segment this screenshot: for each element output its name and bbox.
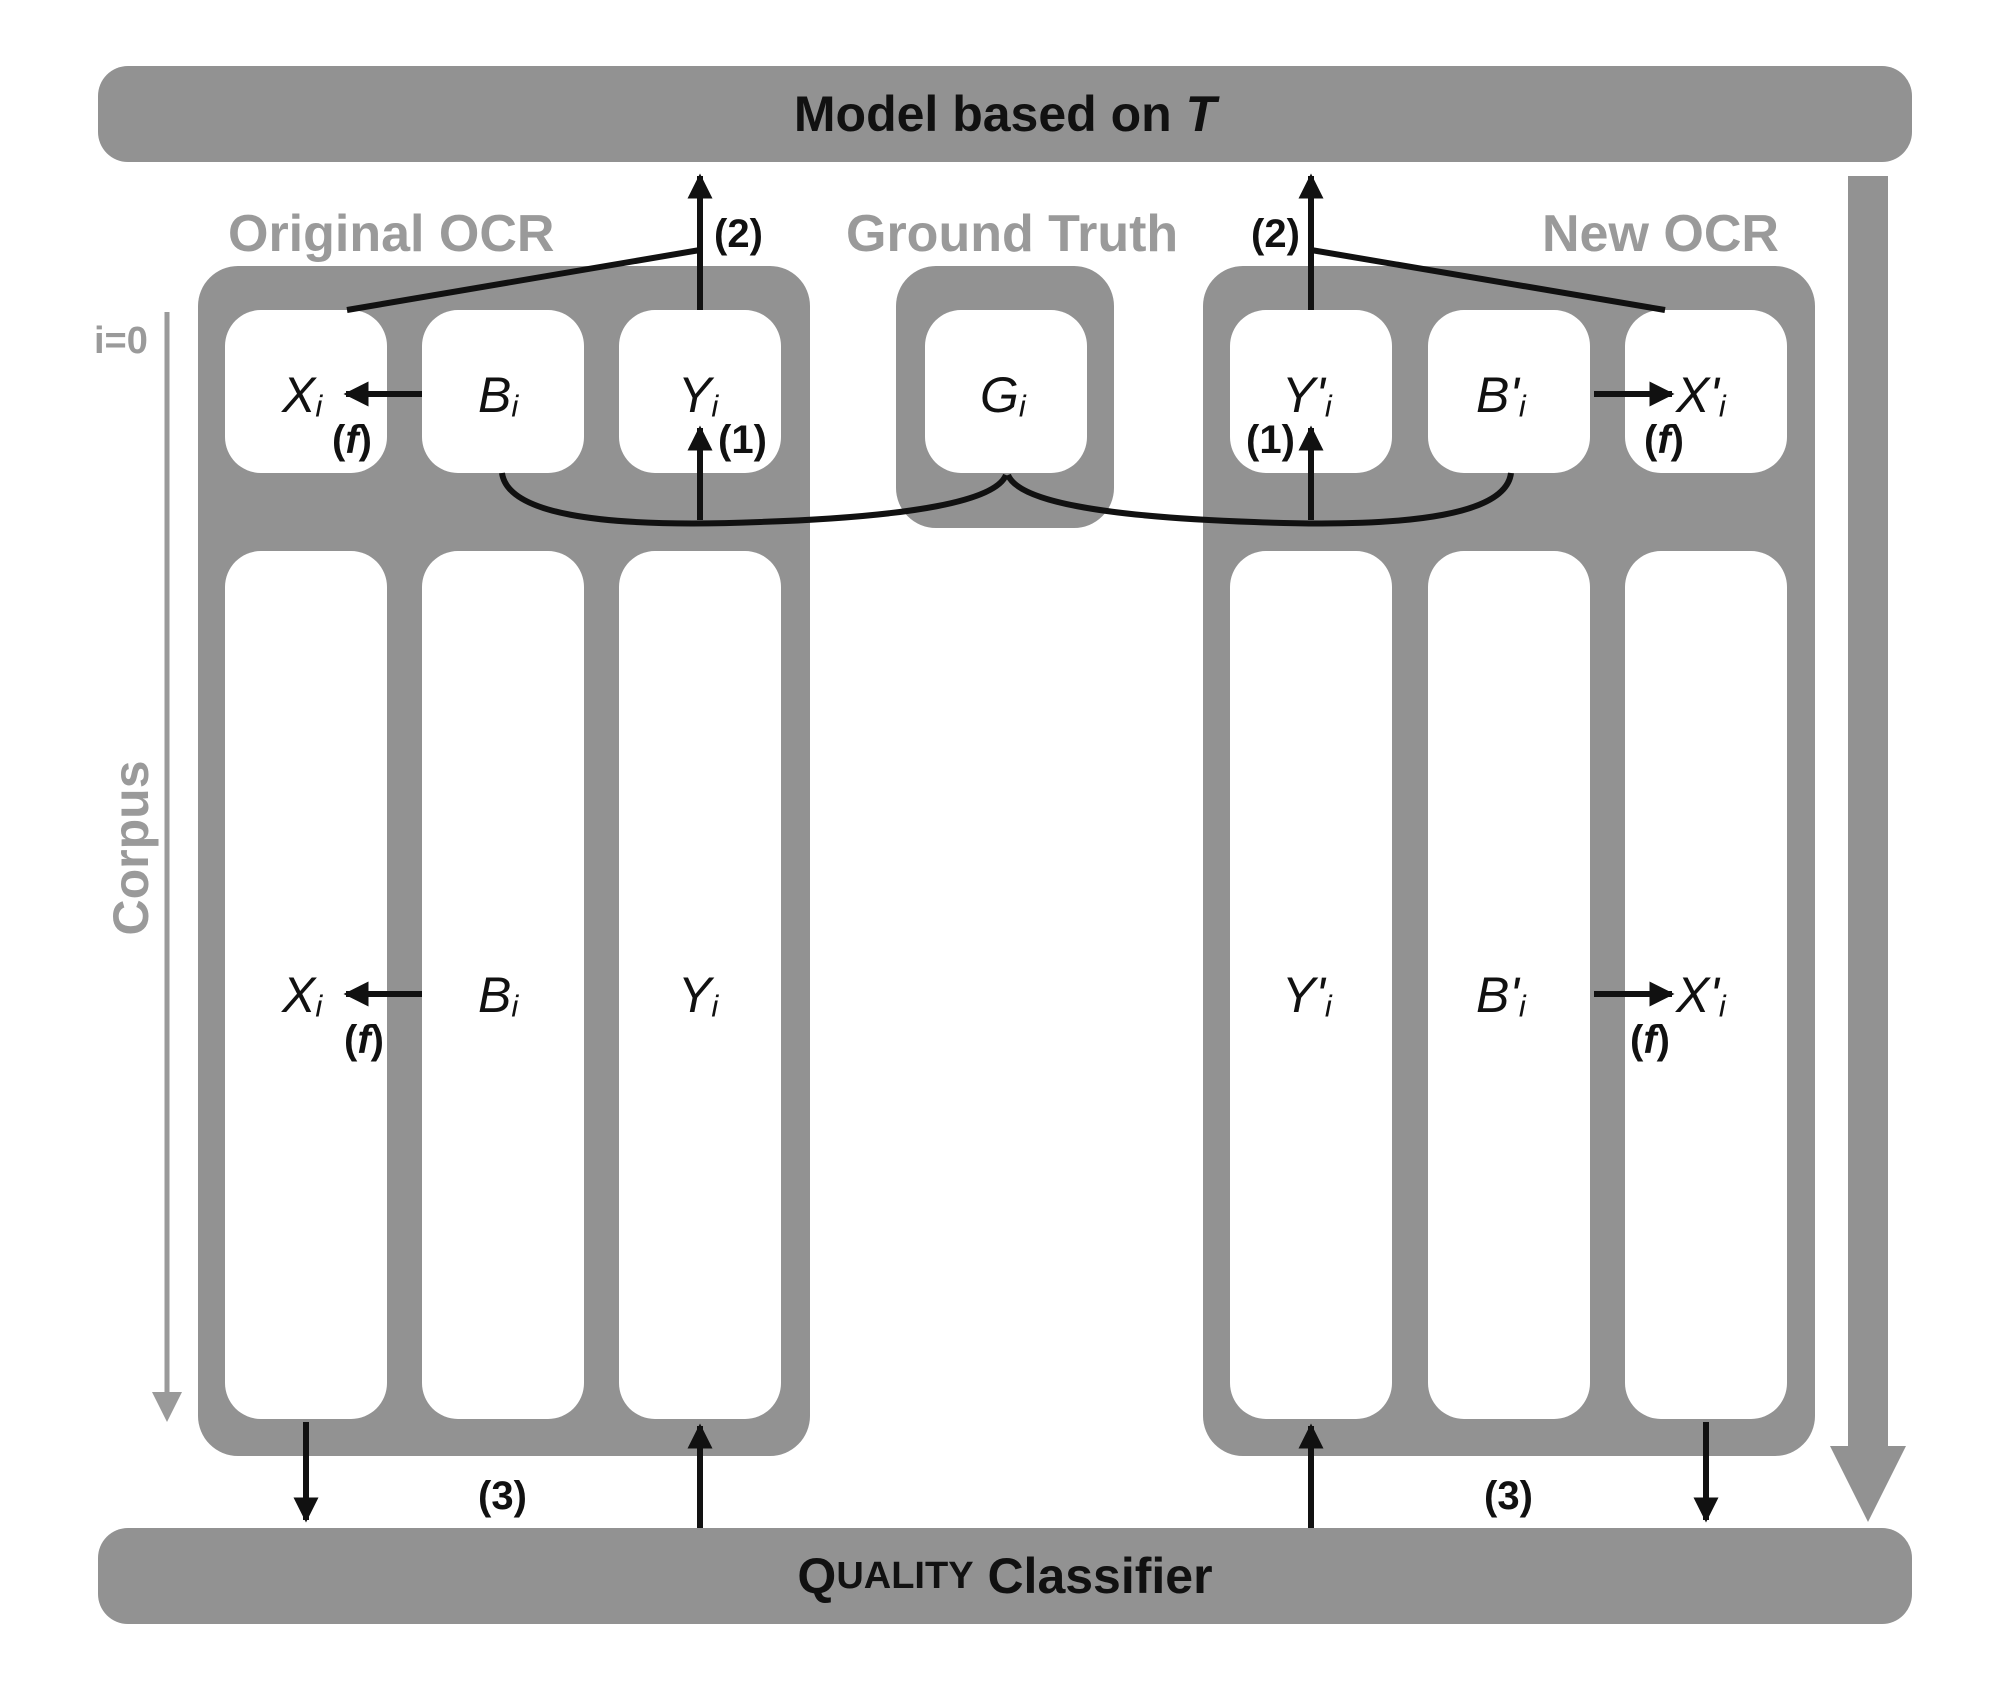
corpus-label: Corpus bbox=[103, 760, 159, 936]
cell-bi-top bbox=[422, 310, 584, 473]
f-tag-top-left: (f) bbox=[332, 418, 372, 462]
var-ypi-col: Y'i bbox=[1282, 967, 1332, 1024]
var-bpi-top: B'i bbox=[1476, 367, 1526, 424]
cell-gi bbox=[925, 310, 1087, 473]
var-xi-top: Xi bbox=[282, 367, 323, 424]
new-link-line bbox=[1310, 247, 1666, 313]
step-2-right: (2) bbox=[1251, 212, 1300, 256]
var-gi: Gi bbox=[980, 367, 1026, 424]
classifier-label: Classifier bbox=[973, 1548, 1213, 1604]
step-3-left: (3) bbox=[478, 1474, 527, 1518]
var-yi-col: Yi bbox=[678, 967, 719, 1024]
step-3-right: (3) bbox=[1484, 1474, 1533, 1518]
model-bar-label: Model based on bbox=[793, 86, 1186, 142]
step-1-right: (1) bbox=[1246, 418, 1295, 462]
big-arrow-shaft bbox=[1848, 176, 1888, 1452]
var-xpi-top: X'i bbox=[1676, 367, 1726, 424]
column-bi bbox=[422, 551, 584, 1419]
f-tag-col-left: (f) bbox=[344, 1018, 384, 1062]
big-arrowhead bbox=[1830, 1446, 1906, 1522]
ground-truth-title: Ground Truth bbox=[846, 205, 1179, 263]
column-ypi bbox=[1230, 551, 1392, 1419]
var-ypi-top: Y'i bbox=[1282, 367, 1332, 424]
column-yi bbox=[619, 551, 781, 1419]
model-bar-var: T bbox=[1185, 86, 1217, 142]
f-tag-col-right: (f) bbox=[1630, 1018, 1670, 1062]
original-link-line bbox=[346, 247, 701, 313]
corpus-arrowhead bbox=[152, 1392, 182, 1422]
original-ocr-title: Original OCR bbox=[228, 205, 555, 263]
var-yi-top: Yi bbox=[678, 367, 719, 424]
step-1-left: (1) bbox=[718, 418, 767, 462]
new-ocr-title: New OCR bbox=[1542, 205, 1779, 263]
right-brace bbox=[1005, 472, 1514, 527]
quality-q: Q bbox=[797, 1548, 837, 1604]
left-brace bbox=[499, 472, 1009, 527]
var-xpi-col: X'i bbox=[1676, 967, 1726, 1024]
step-2-left: (2) bbox=[714, 212, 763, 256]
index-label: i=0 bbox=[94, 320, 148, 362]
quality-smallcaps: UALITY bbox=[836, 1554, 974, 1597]
var-bi-top: Bi bbox=[478, 367, 519, 424]
model-bar: Model based on T bbox=[98, 66, 1912, 162]
column-bpi bbox=[1428, 551, 1590, 1419]
var-bi-col: Bi bbox=[478, 967, 519, 1024]
var-xi-col: Xi bbox=[282, 967, 323, 1024]
var-bpi-col: B'i bbox=[1476, 967, 1526, 1024]
f-tag-top-right: (f) bbox=[1644, 418, 1684, 462]
cell-bpi-top bbox=[1428, 310, 1590, 473]
